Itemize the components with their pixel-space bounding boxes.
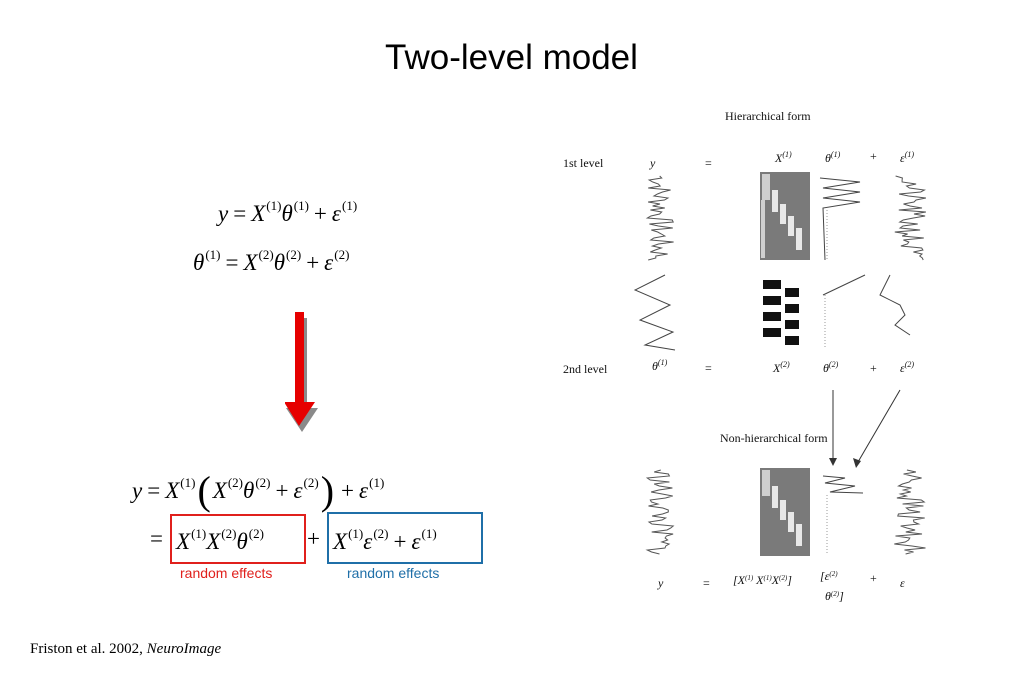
signal-trace-e2 [894, 469, 926, 555]
svg-text:=: = [703, 576, 710, 590]
svg-text:ε: ε [900, 576, 905, 590]
svg-text:+: + [870, 361, 877, 375]
down-arrow-icon [285, 312, 318, 432]
combined-equation-line-2: = [150, 526, 163, 551]
zigzag-trace [633, 274, 676, 351]
svg-text:=: = [705, 361, 712, 375]
svg-text:+: + [870, 149, 877, 163]
signal-trace-y1 [645, 175, 674, 261]
hierarchical-model-figure: Hierarchical form 1st level y = X(1) θ(1… [555, 100, 930, 630]
eps2-trace [879, 274, 911, 336]
theta2-trace [822, 274, 866, 296]
svg-text:y: y [649, 156, 656, 170]
design-matrix-x2 [760, 278, 800, 348]
fixed-term-box [170, 514, 306, 564]
citation: Friston et al. 2002, NeuroImage [30, 641, 222, 657]
svg-text:+: + [870, 571, 877, 585]
signal-trace-e1 [894, 175, 926, 261]
theta-combined-trace [822, 475, 864, 494]
fig-first-level: 1st level [563, 156, 604, 170]
svg-text:=: = [705, 156, 712, 170]
equation-level-2: θ(1)=X(2)θ(2)+ε(2) [193, 247, 350, 275]
equation-level-1: y=X(1)θ(1)+ε(1) [218, 198, 358, 226]
svg-text:y: y [657, 576, 664, 590]
random-term-box [327, 512, 483, 564]
fig-non-hierarchical-form: Non-hierarchical form [720, 431, 828, 445]
fig-hierarchical-form: Hierarchical form [725, 109, 811, 123]
random-effects-label-blue: random effects [347, 565, 440, 581]
theta1-trace [819, 177, 861, 261]
signal-trace-y2 [645, 469, 675, 555]
random-effects-label-red: random effects [180, 565, 273, 581]
page-title: Two-level model [385, 38, 638, 77]
fig-second-level: 2nd level [563, 362, 608, 376]
svg-text:θ(2)]: θ(2)] [825, 589, 844, 603]
combined-equation-line-1: y=X(1)(X(2)θ(2)+ε(2))+ε(1) [132, 468, 385, 513]
